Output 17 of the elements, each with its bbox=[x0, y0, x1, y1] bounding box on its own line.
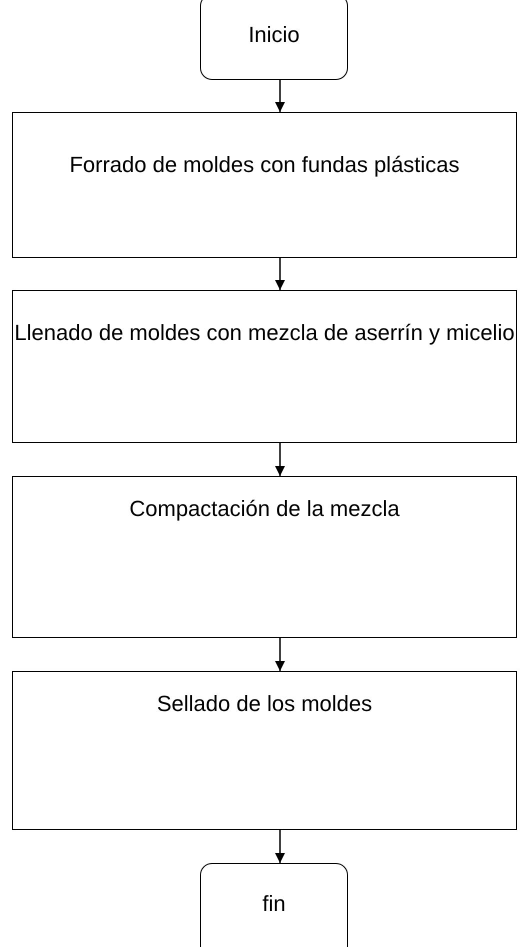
step-label: fin bbox=[261, 890, 287, 918]
terminal-box bbox=[200, 0, 348, 80]
process-box bbox=[12, 476, 517, 638]
process-box bbox=[12, 290, 517, 443]
arrow bbox=[275, 258, 285, 290]
step-label: Forrado de moldes con fundas plásticas bbox=[68, 151, 461, 179]
arrow bbox=[275, 638, 285, 671]
terminal-box bbox=[200, 863, 348, 947]
arrow bbox=[275, 80, 285, 112]
arrow bbox=[275, 830, 285, 863]
step-label: Inicio bbox=[247, 21, 301, 49]
step-label: Sellado de los moldes bbox=[156, 690, 374, 718]
step-label: Llenado de moldes con mezcla de aserrín y micelio bbox=[13, 319, 516, 347]
arrow bbox=[275, 443, 285, 476]
process-box bbox=[12, 112, 517, 258]
step-label: Compactación de la mezcla bbox=[128, 495, 401, 523]
process-box bbox=[12, 671, 517, 830]
